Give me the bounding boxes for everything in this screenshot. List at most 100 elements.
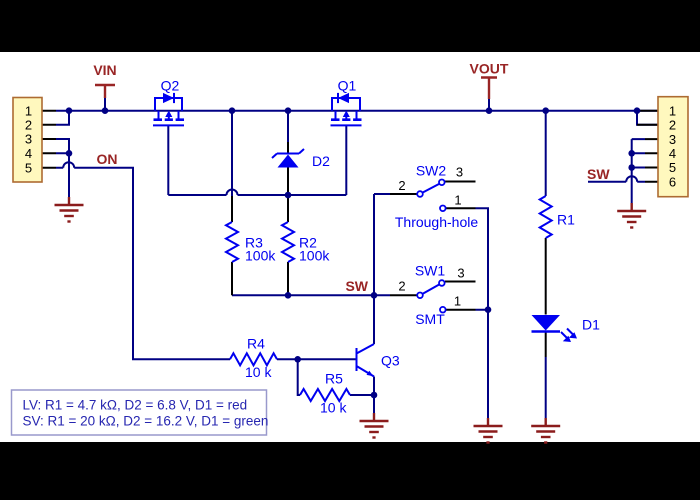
- r1-zigzag: [537, 195, 554, 239]
- r2-label: R2: [299, 235, 317, 251]
- note-line-1: LV: R1 = 4.7 kΩ, D2 = 6.8 V, D1 = red: [23, 398, 248, 413]
- junction-dot: [542, 107, 549, 114]
- q2-body-diode-icon: [163, 92, 174, 104]
- vout-label: VOUT: [470, 61, 509, 77]
- junction-dot: [228, 107, 236, 114]
- r1-resistor: R1: [537, 195, 575, 239]
- junction-dot: [628, 150, 635, 157]
- r3-resistor: R3 100k: [223, 221, 276, 264]
- left-connector-stubs: [42, 109, 56, 169]
- sw1-lever: [422, 283, 440, 295]
- junction-dot: [284, 107, 292, 114]
- sw1-pole-contact: [416, 291, 424, 299]
- right-pin-4: 4: [669, 146, 676, 161]
- junction-dot: [284, 292, 292, 299]
- d2-triangle-icon: [277, 154, 299, 168]
- sw2-lever: [422, 182, 440, 194]
- left-pin-5: 5: [25, 160, 32, 175]
- sw1-pin1-contact: [439, 306, 447, 314]
- q1-body-diode-icon: [338, 92, 349, 104]
- d2-cathode-bar: [271, 148, 305, 159]
- vout-power-flag: VOUT: [470, 61, 509, 99]
- junction-dot: [370, 391, 378, 399]
- right-connector-body: [657, 95, 689, 198]
- r2-zigzag: [279, 221, 297, 263]
- q2-bulk-arrow: [165, 110, 173, 117]
- right-pin-1: 1: [669, 103, 676, 118]
- sw1-label: SW1: [415, 263, 446, 279]
- wire-left-pin2: [56, 110, 70, 126]
- on-net-label: ON: [97, 151, 118, 167]
- pin-leads: [42, 109, 658, 357]
- sw1-stubs: [390, 280, 476, 311]
- junction-dot: [485, 107, 493, 114]
- sw2-switch: SW2 3 2 1 Through-hole: [395, 163, 478, 231]
- sw1-type-label: SMT: [415, 311, 445, 327]
- wire-sw-right: [588, 175, 645, 183]
- sw2-stubs: [390, 180, 476, 210]
- q1-sd-stubs: [334, 110, 358, 119]
- sw1-pin2-label: 2: [398, 279, 405, 294]
- r2-resistor: R2 100k: [279, 221, 330, 264]
- left-pin-2: 2: [25, 117, 32, 132]
- r5-label: R5: [325, 371, 343, 387]
- r5-zigzag: [299, 387, 351, 403]
- r5-resistor: R5 10 k: [299, 371, 351, 416]
- left-connector-body: [12, 96, 43, 183]
- q3-collector: [356, 343, 375, 355]
- wire-smt-net: [475, 207, 489, 418]
- q2-sd-stubs: [157, 110, 180, 119]
- sw-net-label-right: SW: [587, 166, 610, 182]
- vin-flag-icon: [95, 83, 115, 98]
- q2-label: Q2: [161, 78, 180, 94]
- r4-zigzag: [229, 351, 278, 368]
- junction-dot: [370, 292, 378, 299]
- vin-power-flag: VIN: [93, 62, 117, 98]
- left-pin-4: 4: [25, 146, 32, 161]
- note-box: LV: R1 = 4.7 kΩ, D2 = 6.8 V, D1 = red SV…: [10, 389, 268, 436]
- sw2-label: SW2: [416, 163, 447, 179]
- r5-value: 10 k: [320, 400, 347, 416]
- right-connector: 1 2 3 4 5 6: [657, 95, 689, 198]
- left-pin-3: 3: [25, 132, 32, 147]
- r3-value: 100k: [245, 248, 276, 264]
- wire-q3-base-emitter: [277, 358, 375, 413]
- d2-label: D2: [312, 153, 330, 169]
- ground-icon: [53, 195, 85, 223]
- r3-zigzag: [223, 221, 241, 263]
- junction-dot: [484, 306, 492, 314]
- r4-resistor: R4 10 k: [229, 336, 278, 380]
- right-pin-2: 2: [669, 117, 676, 132]
- q3-emitter-arrow: [366, 370, 374, 377]
- wire-right-gnd: [630, 138, 645, 203]
- junction-dot: [628, 164, 635, 171]
- right-connector-stubs: [637, 109, 658, 183]
- q3-label: Q3: [381, 353, 400, 369]
- d1-led: D1: [531, 315, 600, 342]
- q1-label: Q1: [338, 78, 357, 94]
- sw2-pin1-label: 1: [454, 193, 461, 208]
- r1-label: R1: [557, 212, 575, 228]
- sw1-throw-contact: [438, 279, 446, 287]
- ground-icon: [616, 201, 648, 229]
- right-pin-3: 3: [669, 132, 676, 147]
- letterbox-top: [0, 0, 700, 52]
- ground-icon: [530, 416, 562, 444]
- junction-dot: [284, 191, 292, 199]
- d1-label: D1: [582, 317, 600, 333]
- sw2-pin1-contact: [439, 204, 447, 212]
- sw2-type-label: Through-hole: [395, 214, 478, 230]
- junction-dot: [101, 107, 109, 114]
- d1-triangle-icon: [531, 315, 560, 331]
- sw1-pin3-label: 3: [457, 266, 464, 281]
- d2-zener: D2: [271, 148, 330, 169]
- d1-arrowhead-2: [568, 332, 577, 339]
- vout-flag-icon: [481, 76, 497, 99]
- junction-dots: [65, 107, 641, 399]
- letterbox-bottom: [0, 442, 700, 500]
- d1-arrowhead-1: [562, 335, 571, 342]
- r4-value: 10 k: [245, 364, 272, 380]
- sw2-pin3-label: 3: [456, 165, 463, 180]
